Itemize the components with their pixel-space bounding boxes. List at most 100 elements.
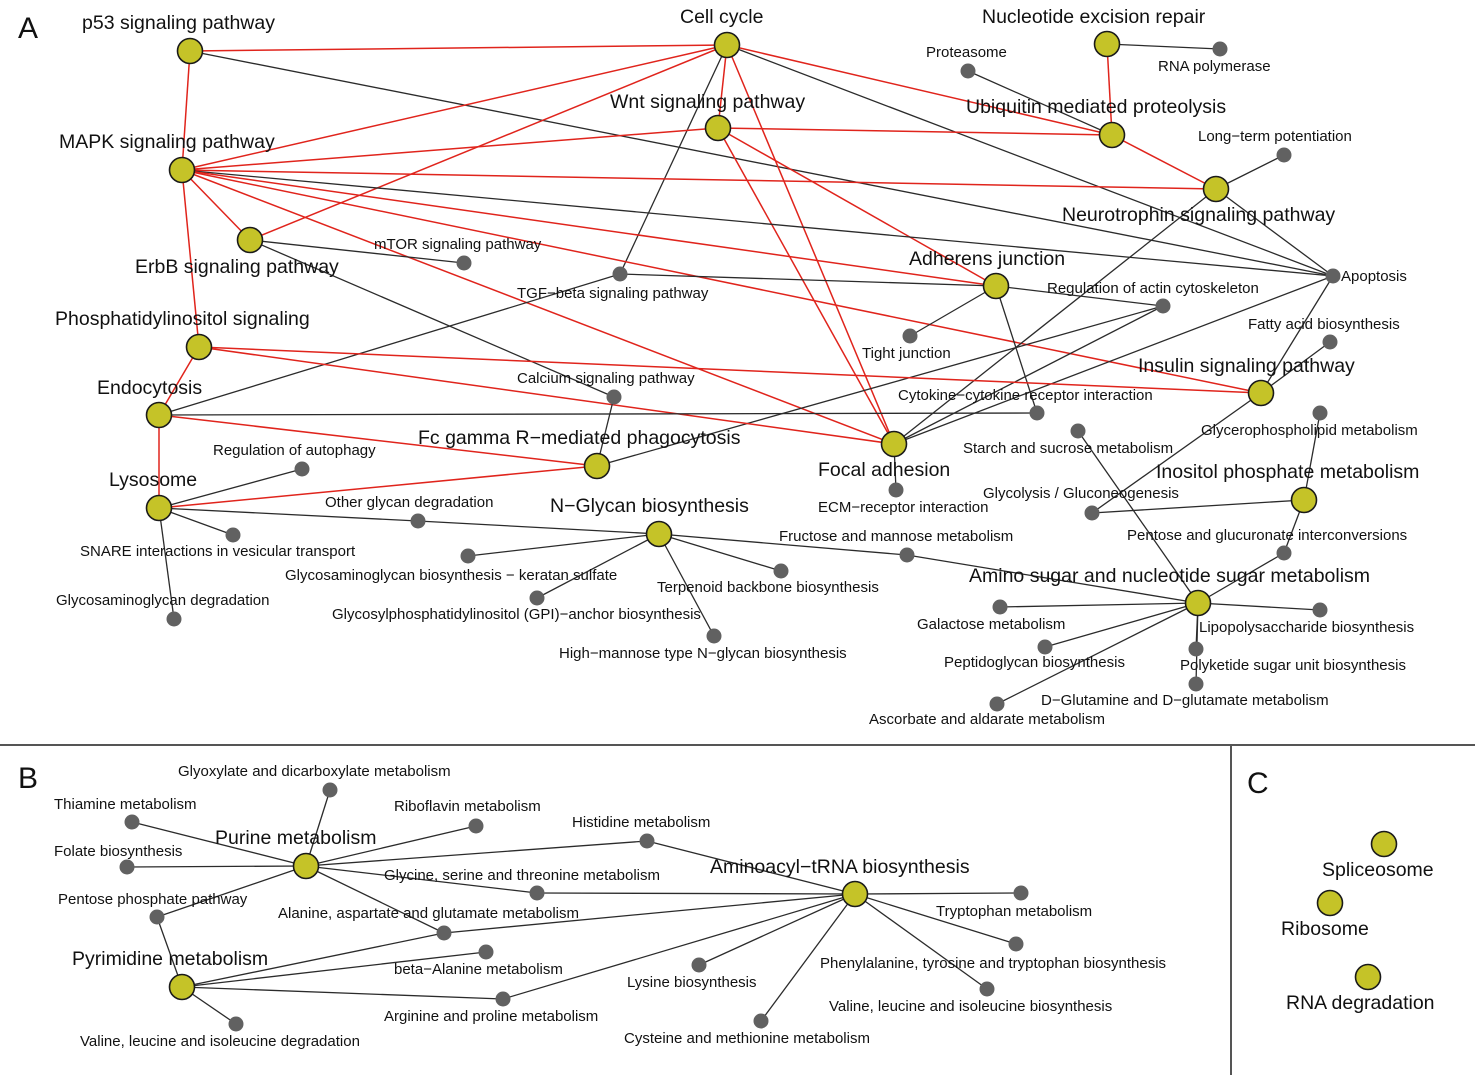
node-galactose: [992, 599, 1008, 615]
edge-lysosome-autophagy: [158, 468, 303, 509]
node-apoptosis: [1325, 268, 1341, 284]
edge-p53-apoptosis: [189, 50, 1334, 277]
edge-cellcycle-erbb: [249, 44, 728, 241]
node-ner: [1093, 30, 1121, 58]
edge-glycolysis-inositol: [1091, 499, 1305, 514]
node-label-gagdeg: Glycosaminoglycan degradation: [56, 592, 269, 609]
node-endocytosis: [145, 401, 173, 429]
node-gagdeg: [166, 611, 182, 627]
edge-p53-mapk: [181, 50, 191, 171]
node-lysine: [691, 957, 707, 973]
node-proteasome: [960, 63, 976, 79]
node-label-dglutamine: D−Glutamine and D−glutamate metabolism: [1041, 692, 1329, 709]
node-label-actin: Regulation of actin cytoskeleton: [1047, 280, 1259, 297]
node-aminoacyl: [841, 880, 869, 908]
edge-mapk-insulin: [181, 169, 1262, 394]
node-label-valbio: Valine, leucine and isoleucine biosynthe…: [829, 998, 1112, 1015]
node-label-glycine: Glycine, serine and threonine metabolism: [384, 867, 660, 884]
node-label-folate: Folate biosynthesis: [54, 843, 182, 860]
panel-label-b: B: [18, 762, 38, 795]
edge-neurotrophin-focal: [893, 188, 1217, 445]
node-dglutamine: [1188, 676, 1204, 692]
edge-purine-thiamine: [131, 821, 307, 867]
node-label-pyrimidine: Pyrimidine metabolism: [72, 948, 268, 970]
node-label-aminoacyl: Aminoacyl−tRNA biosynthesis: [710, 856, 970, 878]
node-wnt: [704, 114, 732, 142]
node-label-polyketide: Polyketide sugar unit biosynthesis: [1180, 657, 1406, 674]
node-insulin: [1247, 379, 1275, 407]
node-label-histidine: Histidine metabolism: [572, 814, 710, 831]
edge-aminoacyl-lysine: [698, 893, 856, 966]
node-label-wnt: Wnt signaling pathway: [610, 91, 805, 113]
node-label-ubiq: Ubiquitin mediated proteolysis: [966, 96, 1226, 118]
node-glycine: [529, 885, 545, 901]
node-label-phosphatidyl: Phosphatidylinositol signaling: [55, 308, 310, 330]
node-thiamine: [124, 814, 140, 830]
node-label-gpi: Glycosylphosphatidylinositol (GPI)−ancho…: [332, 606, 701, 623]
edge-neurotrophin-apoptosis: [1215, 188, 1334, 277]
node-purine: [292, 852, 320, 880]
edge-aminoacyl-valbio: [854, 893, 988, 990]
edge-fattyacid-insulin: [1260, 341, 1331, 394]
edge-pentoseglucur-aminosugar: [1197, 552, 1285, 604]
node-tryptophan: [1013, 885, 1029, 901]
edge-aminoacyl-arginine: [502, 893, 856, 1000]
edge-glycerophos-inositol: [1303, 412, 1321, 501]
node-label-aminosugar: Amino sugar and nucleotide sugar metabol…: [969, 565, 1370, 587]
node-label-glycerophos: Glycerophospholipid metabolism: [1201, 422, 1418, 439]
node-lysosome: [145, 494, 173, 522]
node-keratan: [460, 548, 476, 564]
edge-aminosugar-galactose: [999, 602, 1199, 608]
edge-cellcycle-mapk: [181, 44, 728, 171]
edge-adherens-actin: [995, 285, 1164, 307]
node-label-proteasome: Proteasome: [926, 44, 1007, 61]
edge-aminoacyl-tryptophan: [854, 892, 1022, 895]
node-ribosome: [1316, 889, 1344, 917]
edge-purine-folate: [126, 865, 307, 868]
node-label-fcgamma: Fc gamma R−mediated phagocytosis: [418, 427, 741, 449]
node-label-ascorbate: Ascorbate and aldarate metabolism: [869, 711, 1105, 728]
node-betaalanine: [478, 944, 494, 960]
edge-cellcycle-apoptosis: [726, 44, 1334, 277]
node-fructose: [899, 547, 915, 563]
node-label-snare: SNARE interactions in vesicular transpor…: [80, 543, 356, 560]
edge-wnt-ubiq: [717, 127, 1113, 136]
node-label-phe: Phenylalanine, tyrosine and tryptophan b…: [820, 955, 1166, 972]
edge-arginine-pyrimidine: [181, 986, 504, 1000]
node-label-ner: Nucleotide excision repair: [982, 6, 1206, 28]
node-glycerophos: [1312, 405, 1328, 421]
node-starch: [1070, 423, 1086, 439]
edge-tgfb-adherens: [619, 273, 997, 287]
edge-fructose-aminosugar: [906, 554, 1199, 604]
edge-aminosugar-ascorbate: [996, 602, 1199, 705]
node-riboflavin: [468, 818, 484, 834]
edge-starch-aminosugar: [1077, 430, 1199, 604]
node-glyoxylate: [322, 782, 338, 798]
edge-histidine-aminoacyl: [646, 840, 856, 895]
node-cysteine: [753, 1013, 769, 1029]
edge-aminoacyl-phe: [854, 893, 1017, 945]
node-histidine: [639, 833, 655, 849]
node-label-erbb: ErbB signaling pathway: [135, 256, 339, 278]
node-label-p53: p53 signaling pathway: [82, 12, 275, 34]
node-mtor: [456, 255, 472, 271]
node-ecm: [888, 482, 904, 498]
node-label-mtor: mTOR signaling pathway: [374, 236, 542, 253]
edge-otherglycan-nglycan: [417, 520, 660, 535]
edge-nglycan-highmannose: [658, 533, 715, 637]
node-valbio: [979, 981, 995, 997]
node-label-thiamine: Thiamine metabolism: [54, 796, 197, 813]
edge-pyrimidine-betaalanine: [181, 951, 487, 988]
node-label-lps: Lipopolysaccharide biosynthesis: [1199, 619, 1414, 636]
edge-lysosome-otherglycan: [158, 507, 419, 522]
edge-mapk-erbb: [181, 169, 251, 241]
node-label-neurotrophin: Neurotrophin signaling pathway: [1062, 204, 1335, 226]
edge-phosphatidyl-insulin: [198, 346, 1262, 394]
edge-lysosome-fcgamma: [158, 465, 598, 509]
edge-purine-histidine: [305, 840, 648, 867]
edge-purine-glycine: [305, 865, 538, 894]
edge-nglycan-gpi: [536, 533, 660, 599]
node-phosphatidyl: [185, 333, 213, 361]
node-nglycan: [645, 520, 673, 548]
